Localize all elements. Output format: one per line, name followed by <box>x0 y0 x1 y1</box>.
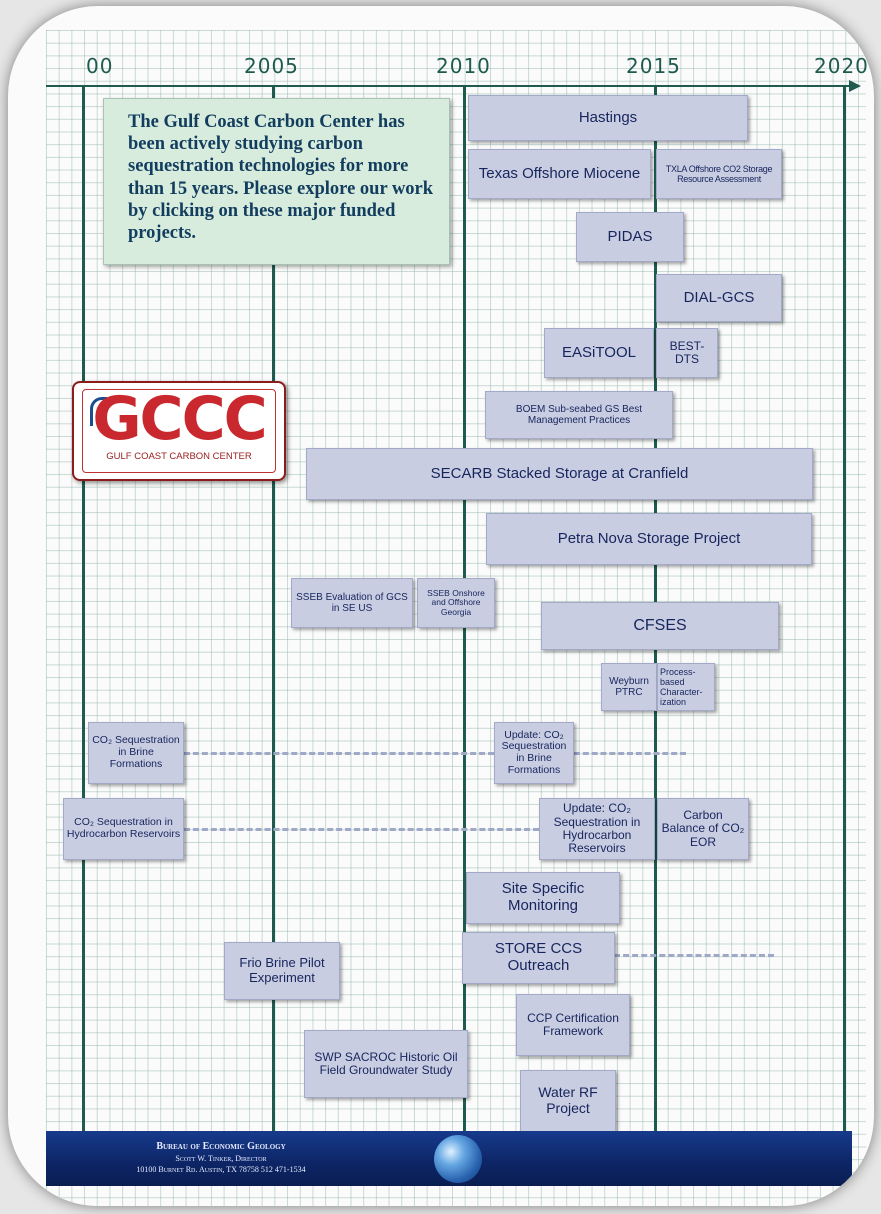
year-label: 00 <box>86 54 114 78</box>
project-boem-sub-seabed[interactable]: BOEM Sub-seabed GS Best Management Pract… <box>485 391 673 439</box>
dashed-connector <box>184 828 539 831</box>
project-best-dts[interactable]: BEST-DTS <box>656 328 718 378</box>
flame-icon <box>90 397 107 426</box>
year-gridline <box>82 85 85 1185</box>
year-label: 2010 <box>436 54 491 78</box>
logo-border <box>82 389 276 473</box>
project-cfses[interactable]: CFSES <box>541 602 779 650</box>
dashed-connector <box>614 954 774 957</box>
project-frio-brine-pilot[interactable]: Frio Brine Pilot Experiment <box>224 942 340 1000</box>
project-txla-offshore[interactable]: TXLA Offshore CO2 Storage Resource Asses… <box>656 149 782 199</box>
project-easitool[interactable]: EASiTOOL <box>544 328 654 378</box>
project-co2-brine[interactable]: CO₂ Sequestration in Brine Formations <box>88 722 184 784</box>
logo-subtitle: GULF COAST CARBON CENTER <box>106 451 252 462</box>
year-label: 2015 <box>626 54 681 78</box>
project-dial-gcs[interactable]: DIAL-GCS <box>656 274 782 322</box>
project-sseb-evaluation[interactable]: SSEB Evaluation of GCS in SE US <box>291 578 413 628</box>
project-petra-nova[interactable]: Petra Nova Storage Project <box>486 513 812 565</box>
page-frame: 00 2005 2010 2015 2020 The Gulf Coast Ca… <box>8 6 874 1206</box>
project-update-co2-hydrocarbon[interactable]: Update: CO₂ Sequestration in Hydrocarbon… <box>539 798 655 860</box>
project-carbon-balance[interactable]: Carbon Balance of CO₂ EOR <box>657 798 749 860</box>
project-sseb-georgia[interactable]: SSEB Onshore and Offshore Georgia <box>417 578 495 628</box>
year-label: 2005 <box>244 54 299 78</box>
year-gridline <box>463 85 466 1185</box>
project-secarb-cranfield[interactable]: SECARB Stacked Storage at Cranfield <box>306 448 813 500</box>
dashed-connector <box>184 752 494 755</box>
dashed-connector <box>574 752 686 755</box>
year-gridline <box>843 85 846 1185</box>
project-texas-offshore-miocene[interactable]: Texas Offshore Miocene <box>468 149 651 199</box>
axis-arrow-icon <box>849 80 861 92</box>
footer-bar: Bureau of Economic Geology Scott W. Tink… <box>46 1131 852 1186</box>
project-swp-sacroc[interactable]: SWP SACROC Historic Oil Field Groundwate… <box>304 1030 468 1098</box>
project-store-ccs[interactable]: STORE CCS Outreach <box>462 932 615 984</box>
footer-org: Bureau of Economic Geology <box>156 1141 286 1152</box>
timeline-axis <box>46 85 851 87</box>
project-hastings[interactable]: Hastings <box>468 95 748 141</box>
logo-letters: GCCC <box>92 384 267 454</box>
project-process-based[interactable]: Process-based Character-ization <box>657 663 715 711</box>
project-co2-hydrocarbon[interactable]: CO₂ Sequestration in Hydrocarbon Reservo… <box>63 798 184 860</box>
project-weyburn-ptrc[interactable]: Weyburn PTRC <box>601 663 657 711</box>
project-site-specific-monitoring[interactable]: Site Specific Monitoring <box>466 872 620 924</box>
footer-director: Scott W. Tinker, Director <box>175 1154 267 1163</box>
year-label: 2020 <box>814 54 869 78</box>
year-gridline <box>272 85 275 1185</box>
project-ccp-certification[interactable]: CCP Certification Framework <box>516 994 630 1056</box>
project-pidas[interactable]: PIDAS <box>576 212 684 262</box>
project-water-rf[interactable]: Water RF Project <box>520 1070 616 1132</box>
project-update-co2-brine[interactable]: Update: CO₂ Sequestration in Brine Forma… <box>494 722 574 784</box>
gccc-logo: GCCC GULF COAST CARBON CENTER <box>72 381 286 481</box>
intro-text: The Gulf Coast Carbon Center has been ac… <box>103 98 450 265</box>
footer-address: 10100 Burnet Rd. Austin, TX 78758 512 47… <box>136 1165 306 1174</box>
globe-icon <box>434 1135 482 1183</box>
